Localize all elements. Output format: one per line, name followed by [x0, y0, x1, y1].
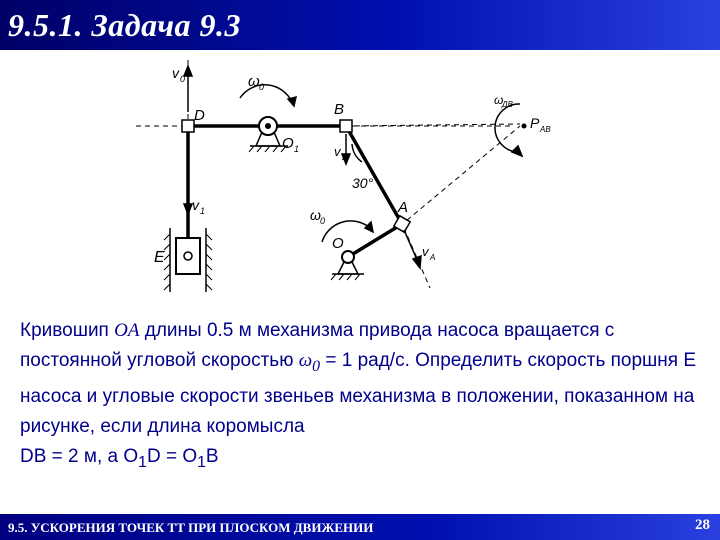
label-w0-low: ω [310, 207, 321, 223]
label-wdb: ω [494, 93, 503, 107]
label-d: D [194, 107, 205, 124]
dashed-a-to-pab [399, 125, 521, 227]
joints [181, 119, 412, 234]
problem-text-3: = 1 рад/с. Определить скорость поршня Е … [20, 350, 697, 437]
label-vb: v [334, 144, 342, 159]
label-pab-sub: AB [539, 125, 551, 134]
mechanism-figure: v 0 ω 0 D B O 1 v B 30° ω ДВ P AB v 1 E … [136, 60, 551, 292]
label-o1: O [282, 135, 294, 152]
arc-wdb-head [510, 144, 524, 158]
label-pab: P [530, 115, 540, 131]
velocity-vectors [182, 63, 422, 270]
label-angle: 30° [352, 175, 374, 191]
label-v1: v [192, 197, 200, 213]
arc-w0-low [321, 220, 371, 243]
dashed-va-extension [403, 227, 431, 289]
problem-sub-1: 1 [138, 453, 147, 471]
angle-arc [351, 143, 363, 163]
arc-w0-top [239, 84, 293, 103]
label-v0-sub: 0 [180, 74, 185, 84]
pump-piston [163, 228, 213, 292]
vector-vb-head [340, 153, 352, 167]
problem-text-1: Кривошип [20, 320, 115, 341]
problem-statement: Кривошип OA длины 0.5 м механизма привод… [20, 316, 710, 478]
slide-title: 9.5.1. Задача 9.3 [8, 7, 242, 43]
problem-sub-2: 1 [197, 453, 206, 471]
crank-oa [346, 222, 404, 259]
problem-text-4: DB = 2 м, а O [20, 445, 139, 467]
joint-a [392, 214, 412, 234]
problem-omega-sub: 0 [312, 357, 321, 375]
page-number: 28 [695, 517, 710, 533]
label-e: E [154, 249, 165, 266]
label-o1-sub: 1 [294, 144, 299, 154]
ground-o-hatch [330, 273, 361, 281]
problem-text-6: B [205, 445, 219, 467]
label-a: A [397, 199, 408, 216]
piston-pin [183, 251, 193, 261]
instant-center-pab [521, 123, 527, 129]
label-o: O [332, 235, 344, 252]
hatch-right [205, 233, 213, 291]
arc-w0-low-head [363, 220, 375, 234]
slide-header: 9.5.1. Задача 9.3 [0, 0, 720, 50]
vector-va-head [411, 254, 422, 270]
label-va: v [422, 244, 430, 259]
hatch-left [163, 233, 171, 291]
problem-oa: OA [114, 320, 140, 341]
footer-section: 9.5. УСКОРЕНИЯ ТОЧЕК ТТ ПРИ ПЛОСКОМ ДВИЖ… [8, 520, 374, 535]
joint-d [181, 119, 195, 133]
vector-v1-head [182, 203, 194, 217]
slide-footer: 9.5. УСКОРЕНИЯ ТОЧЕК ТТ ПРИ ПЛОСКОМ ДВИЖ… [0, 514, 720, 540]
joint-b [339, 119, 353, 133]
label-v1-sub: 1 [200, 206, 205, 216]
figure-labels: v 0 ω 0 D B O 1 v B 30° ω ДВ P AB v 1 E … [154, 65, 551, 266]
label-va-sub: A [429, 253, 435, 262]
piston-body [175, 237, 201, 275]
pivot-o [341, 250, 355, 264]
dashed-to-pab [345, 123, 521, 127]
problem-text-2: длины 0.5 м механизма привода насоса вра… [20, 320, 615, 371]
label-w0-top-sub: 0 [259, 82, 264, 92]
problem-text-5: D = O [146, 445, 198, 467]
label-wdb-sub: ДВ [501, 100, 514, 109]
support-o1 [248, 116, 288, 153]
problem-omega: ω [298, 350, 313, 371]
label-vb-sub: B [342, 153, 348, 162]
vector-va [403, 229, 419, 263]
link-ba [344, 124, 404, 226]
rotation-arrows [239, 84, 524, 243]
arc-w0-top-head [286, 95, 297, 108]
arc-wdb [494, 103, 521, 153]
label-w0-top: ω [248, 73, 260, 90]
support-o [330, 250, 364, 281]
pivot-o1-center [265, 123, 271, 129]
label-b: B [334, 101, 344, 118]
label-w0-low-sub: 0 [320, 216, 325, 226]
vector-v0-head [182, 63, 194, 77]
ground-o1-hatch [248, 145, 287, 153]
label-v0: v [172, 65, 180, 81]
